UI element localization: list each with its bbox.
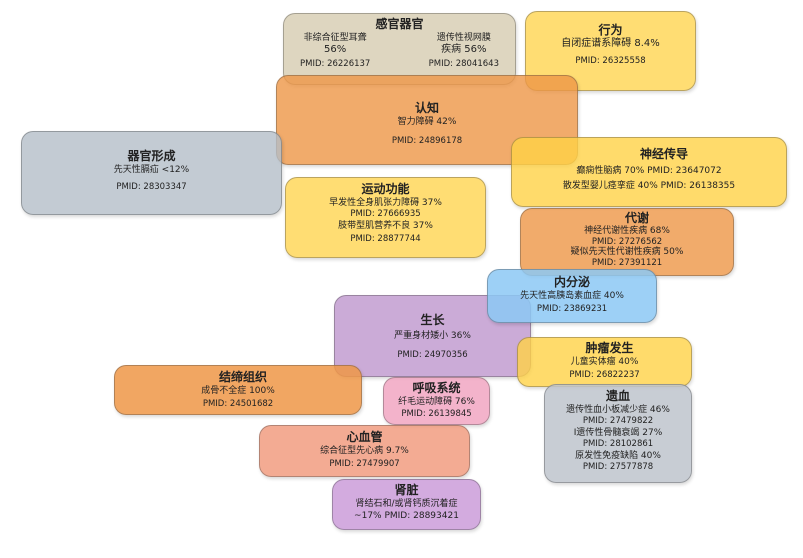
sensory-left-pmid: PMID: 26226137 xyxy=(300,59,371,69)
motor-function-box: 运动功能 早发性全身肌张力障碍 37% PMID: 27666935 肢带型肌营… xyxy=(285,177,486,258)
motor-pmid-1: PMID: 27666935 xyxy=(350,209,421,219)
hematology-line-2: I遗传性骨髓衰竭 27% xyxy=(573,428,663,438)
behavior-title: 行为 xyxy=(598,23,623,37)
sensory-left-pct: 56% xyxy=(324,44,347,55)
kidney-box: 肾脏 肾结石和/或肾钙质沉着症 ~17% PMID: 28893421 xyxy=(332,479,481,530)
motor-pmid-2: PMID: 28877744 xyxy=(350,234,421,244)
neuro-line-1: 癫痫性脑病 70% PMID: 23647072 xyxy=(576,166,722,176)
respiratory-box: 呼吸系统 纤毛运动障碍 76% PMID: 26139845 xyxy=(383,377,490,425)
sensory-title: 感官器官 xyxy=(375,17,424,31)
hematology-box: 遗血 遗传性血小板减少症 46% PMID: 27479822 I遗传性骨髓衰竭… xyxy=(544,384,692,483)
endocrine-line: 先天性高胰岛素血症 40% xyxy=(520,291,624,301)
cardiovascular-box: 心血管 综合征型先心病 9.7% PMID: 27479907 xyxy=(259,425,470,477)
metabolism-box: 代谢 神经代谢性疾病 68% PMID: 27276562 疑似先天性代谢性疾病… xyxy=(520,208,734,276)
hematology-line-3: 原发性免疫缺陷 40% xyxy=(575,451,661,461)
kidney-line-1: 肾结石和/或肾钙质沉着症 xyxy=(355,499,458,509)
hematology-pmid-1: PMID: 27479822 xyxy=(582,416,654,426)
organogenesis-title: 器官形成 xyxy=(127,149,176,163)
growth-pmid: PMID: 24970356 xyxy=(397,350,468,360)
cardio-title: 心血管 xyxy=(346,430,383,444)
metabolism-title: 代谢 xyxy=(624,211,649,225)
cognition-pmid: PMID: 24896178 xyxy=(391,136,463,146)
cardio-pmid: PMID: 27479907 xyxy=(329,459,400,469)
hematology-title: 遗血 xyxy=(605,389,630,403)
tumorigenesis-box: 肿瘤发生 儿童实体瘤 40% PMID: 26822237 xyxy=(517,337,692,387)
motor-title: 运动功能 xyxy=(361,182,410,196)
behavior-line: 自闭症谱系障碍 8.4% xyxy=(561,38,660,49)
organogenesis-pmid: PMID: 28303347 xyxy=(116,182,187,192)
neuro-title: 神经传导 xyxy=(639,147,688,161)
connective-title: 结缔组织 xyxy=(218,370,267,384)
tumor-pmid: PMID: 26822237 xyxy=(569,370,640,380)
connective-tissue-box: 结缔组织 成骨不全症 100% PMID: 24501682 xyxy=(114,365,362,415)
hematology-pmid-3: PMID: 27577878 xyxy=(582,462,654,472)
kidney-title: 肾脏 xyxy=(394,483,419,497)
metabolism-pmid-2: PMID: 27391121 xyxy=(591,258,663,268)
metabolism-line-1: 神经代谢性疾病 68% xyxy=(584,226,670,236)
growth-title: 生长 xyxy=(420,313,445,327)
metabolism-line-2: 疑似先天性代谢性疾病 50% xyxy=(570,247,684,257)
organogenesis-line: 先天性膈疝 <12% xyxy=(113,165,190,175)
cardio-line: 综合征型先心病 9.7% xyxy=(320,446,409,456)
neuro-line-2: 散发型婴儿痉挛症 40% PMID: 26138355 xyxy=(562,181,736,191)
endocrine-title: 内分泌 xyxy=(553,275,590,289)
organogenesis-box: 器官形成 先天性膈疝 <12% PMID: 28303347 xyxy=(21,131,282,215)
motor-line-1: 早发性全身肌张力障碍 37% xyxy=(329,198,442,208)
growth-line: 严重身材矮小 36% xyxy=(394,331,471,341)
cognition-title: 认知 xyxy=(414,101,439,115)
kidney-line-2: ~17% PMID: 28893421 xyxy=(354,511,459,521)
tumor-title: 肿瘤发生 xyxy=(585,341,634,355)
respiratory-line: 纤毛运动障碍 76% xyxy=(398,397,475,407)
behavior-pmid: PMID: 26325558 xyxy=(575,56,646,66)
sensory-right-pmid: PMID: 28041643 xyxy=(428,59,499,69)
respiratory-title: 呼吸系统 xyxy=(412,381,461,395)
connective-line: 成骨不全症 100% xyxy=(201,386,275,396)
endocrine-box: 内分泌 先天性高胰岛素血症 40% PMID: 23869231 xyxy=(487,269,657,323)
sensory-right-name-2: 疾病 56% xyxy=(441,44,487,55)
motor-line-2: 肢带型肌营养不良 37% xyxy=(338,221,433,231)
hematology-pmid-2: PMID: 28102861 xyxy=(582,439,654,449)
sensory-left-name: 非综合征型耳聋 xyxy=(303,33,367,43)
connective-pmid: PMID: 24501682 xyxy=(202,399,274,409)
cognition-line: 智力障碍 42% xyxy=(397,117,457,127)
hematology-line-1: 遗传性血小板减少症 46% xyxy=(566,405,670,415)
metabolism-pmid-1: PMID: 27276562 xyxy=(591,237,663,247)
respiratory-pmid: PMID: 26139845 xyxy=(401,409,472,419)
tumor-line: 儿童实体瘤 40% xyxy=(570,357,639,367)
sensory-organs-box: 感官器官 非综合征型耳聋 56% PMID: 26226137 遗传性视网膜 疾… xyxy=(283,13,516,85)
endocrine-pmid: PMID: 23869231 xyxy=(536,304,608,314)
neurotransmission-box: 神经传导 癫痫性脑病 70% PMID: 23647072 散发型婴儿痉挛症 4… xyxy=(511,137,787,207)
sensory-right-name-1: 遗传性视网膜 xyxy=(436,33,491,43)
